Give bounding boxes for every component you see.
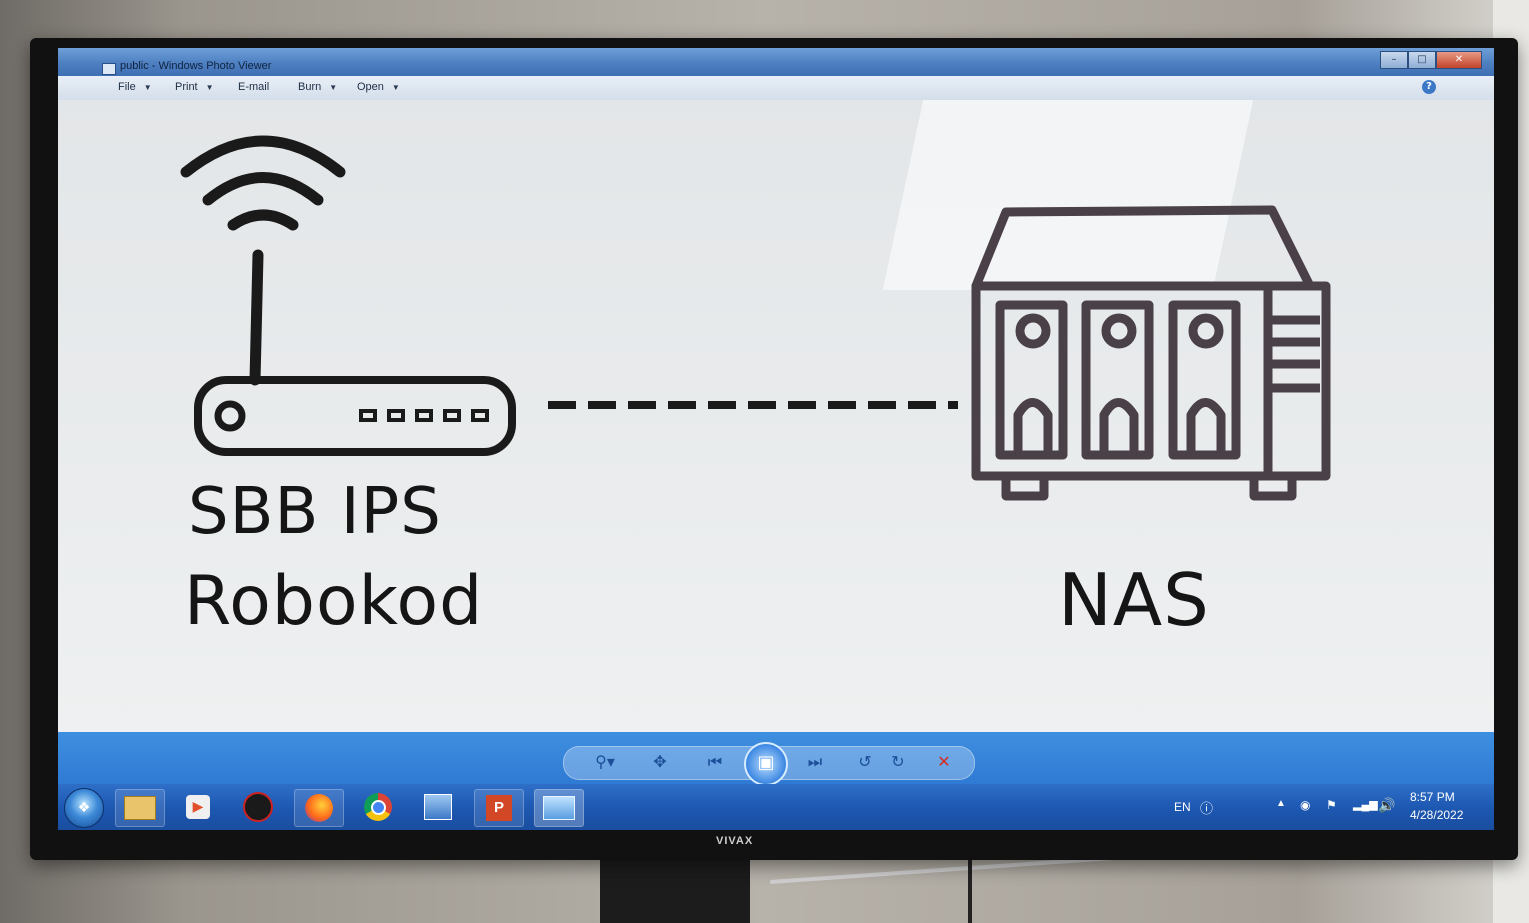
menu-open[interactable]: Open ▼ — [357, 81, 400, 93]
network-signal-icon[interactable]: ▂▄▆ — [1353, 799, 1378, 811]
show-hidden-icons-icon[interactable]: ▲ — [1276, 798, 1286, 809]
title-bar[interactable]: public - Windows Photo Viewer – □ ✕ — [58, 48, 1494, 76]
menu-print-label: Print — [175, 81, 198, 93]
previous-icon[interactable]: ⏮ — [707, 752, 723, 771]
menu-print[interactable]: Print ▼ — [175, 81, 214, 93]
security-icon[interactable]: ◉ — [1300, 798, 1311, 812]
next-icon[interactable]: ⏭ — [807, 752, 823, 771]
chrome-icon[interactable] — [354, 789, 402, 825]
firefox-icon[interactable] — [294, 789, 344, 827]
menu-open-label: Open — [357, 81, 384, 93]
photo-viewer-icon[interactable] — [534, 789, 584, 827]
router-label-line1: SBB IPS — [188, 475, 442, 549]
start-button[interactable]: ❖ — [64, 788, 104, 828]
volume-icon[interactable]: 🔊 — [1378, 797, 1396, 813]
rotate-counterclockwise-icon[interactable]: ↺ — [858, 752, 872, 771]
fit-to-window-icon[interactable]: ✥ — [653, 752, 667, 771]
chevron-down-icon: ▼ — [329, 83, 338, 92]
help-icon[interactable]: ? — [1422, 80, 1436, 94]
photo-viewer-window-icon — [102, 63, 116, 75]
window-title: public - Windows Photo Viewer — [120, 60, 272, 72]
wifi-router-icon — [180, 135, 516, 456]
monitor-stand — [600, 855, 750, 923]
cable — [968, 858, 972, 923]
minimize-button[interactable]: – — [1380, 51, 1408, 69]
close-button[interactable]: ✕ — [1436, 51, 1482, 69]
menu-file-label: File — [118, 81, 136, 93]
clock-date[interactable]: 4/28/2022 — [1410, 808, 1464, 822]
network-app-icon[interactable] — [414, 789, 462, 825]
file-explorer-icon[interactable] — [115, 789, 165, 827]
nas-label: NAS — [1058, 558, 1210, 642]
maximize-button[interactable]: □ — [1408, 51, 1436, 69]
menu-email-label: E-mail — [238, 81, 270, 93]
viewer-control-bar: ⚲▾ ✥ ⏮ ▣ ⏭ ↺ ↻ ✕ — [58, 732, 1494, 786]
delete-icon[interactable]: ✕ — [937, 752, 951, 771]
zoom-icon[interactable]: ⚲▾ — [595, 752, 615, 771]
app-icon[interactable] — [234, 789, 282, 825]
menu-bar: File ▼ Print ▼ E-mail Burn ▼ Open ▼ ? — [58, 76, 1494, 101]
menu-burn[interactable]: Burn ▼ — [298, 81, 337, 93]
chevron-down-icon: ▼ — [143, 83, 152, 92]
menu-file[interactable]: File ▼ — [118, 81, 152, 93]
menu-burn-label: Burn — [298, 81, 322, 93]
media-player-icon[interactable]: ▶ — [174, 789, 222, 825]
monitor-brand: VIVAX — [716, 835, 754, 847]
router-label-line2: Robokod — [184, 562, 484, 641]
chevron-down-icon: ▼ — [391, 83, 400, 92]
menu-email[interactable]: E-mail — [238, 81, 269, 93]
window-controls: – □ ✕ — [1380, 51, 1482, 69]
chevron-down-icon: ▼ — [205, 83, 214, 92]
screen: public - Windows Photo Viewer – □ ✕ File… — [58, 48, 1494, 830]
powerpoint-icon[interactable]: P — [474, 789, 524, 827]
taskbar: ❖ ▶ P EN ⓘ ▲ ◉ ⚑ ▂▄▆ 🔊 8:57 PM 4/28/2022 — [58, 784, 1494, 830]
image-canvas: SBB IPS Robokod NAS — [58, 100, 1494, 732]
play-slideshow-icon[interactable]: ▣ — [744, 742, 788, 786]
language-indicator[interactable]: EN — [1174, 800, 1191, 814]
input-help-icon[interactable]: ⓘ — [1200, 801, 1214, 816]
nas-server-icon — [971, 205, 1331, 501]
clock-time[interactable]: 8:57 PM — [1410, 790, 1455, 804]
rotate-clockwise-icon[interactable]: ↻ — [891, 752, 905, 771]
action-center-flag-icon[interactable]: ⚑ — [1326, 798, 1337, 812]
diagram-graphics — [180, 135, 1331, 501]
